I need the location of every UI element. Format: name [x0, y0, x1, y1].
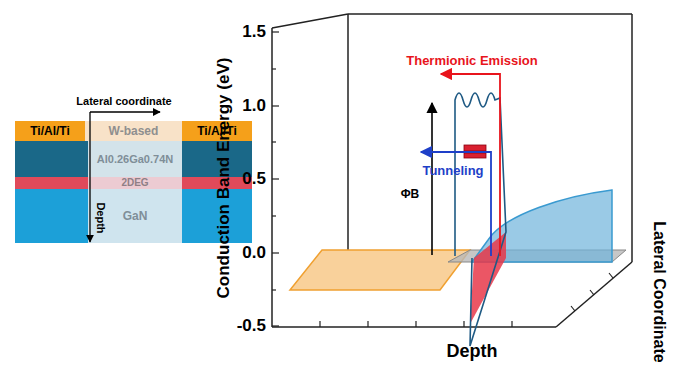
- tick-label: 0.5: [242, 170, 266, 189]
- axis-title: Lateral Coordinate: [650, 221, 668, 362]
- tick-label: 0.0: [242, 244, 266, 263]
- layer-label: 2DEG: [121, 178, 148, 188]
- tunneling-state: [464, 153, 486, 158]
- layer-label: W-based: [109, 125, 159, 137]
- axis-title: Conduction Band Energy (eV): [215, 58, 234, 299]
- tick-label: 1.5: [242, 23, 266, 42]
- layer-label: Al0.26Ga0.74N: [97, 154, 173, 165]
- metal-contact: Ti/Al/Ti: [15, 121, 85, 141]
- tick-label: 1.0: [242, 97, 266, 116]
- metal-plane: [290, 250, 470, 290]
- layer-label: Ti/Al/Ti: [30, 125, 70, 137]
- gate-region: W-based: [85, 121, 182, 141]
- tunneling-state: [464, 145, 486, 151]
- layer-label: GaN: [123, 210, 148, 222]
- axis-label: Depth: [95, 202, 107, 233]
- band-profile: [455, 93, 506, 346]
- barrier-arrow: [431, 103, 433, 255]
- depth-axis: [89, 112, 90, 242]
- axis-title: Depth: [447, 342, 498, 362]
- process-label: Thermionic Emission: [406, 54, 537, 68]
- tick-label: -0.5: [237, 317, 266, 336]
- plot-frame: [272, 14, 632, 327]
- tunneling-arrow: [421, 152, 491, 256]
- lateral-axis: [90, 111, 160, 112]
- process-label: Tunneling: [422, 164, 483, 178]
- axis-label: Lateral coordinate: [76, 95, 171, 107]
- barrier-label: ΦB: [401, 188, 420, 201]
